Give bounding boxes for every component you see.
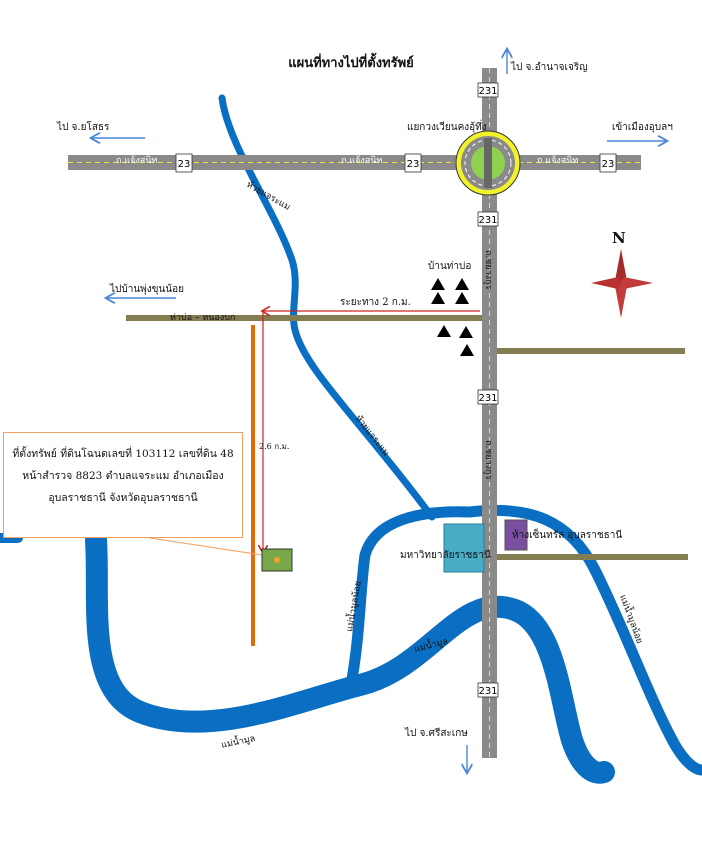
svg-text:231: 231: [478, 215, 497, 226]
label-road-231: ถ.ชยางกูร: [483, 250, 493, 290]
huai-chae-nor-stream: [218, 94, 436, 521]
highway-shields: 23 23 23 231 231 231 231: [175, 82, 617, 698]
shield-h231-top: 231: [477, 82, 499, 98]
north-star-icon: [591, 249, 653, 318]
callout-line-3: อุบลราชธานี จังหวัดอุบลราชธานี: [48, 492, 198, 504]
svg-text:23: 23: [602, 159, 615, 170]
rivers: [0, 94, 702, 784]
distance-lines: [263, 311, 480, 552]
highway-231: [482, 68, 497, 758]
shield-h231-roundabout: 231: [477, 211, 499, 227]
mun-river: [85, 529, 615, 784]
label-university: มหาวิทยาลัยราชธานี: [400, 550, 491, 561]
label-huai: ห้วยแจระแม: [353, 413, 392, 458]
label-to-ubon-city: เข้าเมืองอุบลฯ: [612, 122, 673, 133]
callout-leader: [149, 537, 263, 556]
label-to-ban-phu-khun-noi: ไปบ้านพุ่งขุนน้อย: [110, 284, 185, 295]
roundabout: [455, 130, 521, 196]
minor-roads: [126, 315, 688, 560]
label-mall: ห้างเซ็นทรัล อุบลราชธานี: [512, 530, 623, 541]
property-callout: ที่ตั้งทรัพย์ ที่ดินโฉนดเลขที่ 103112 เล…: [3, 432, 243, 538]
shield-h23-left: 23: [175, 153, 193, 173]
label-to-amnat: ไป จ.อำนาจเจริญ: [511, 62, 588, 73]
shield-h231-mid: 231: [477, 389, 499, 405]
label-chaeng-sanit-right: ถ.แจ้งสนิท: [537, 156, 579, 166]
shield-h23-right: 23: [599, 153, 617, 173]
shield-h23-mid: 23: [404, 153, 422, 173]
university-building: [443, 523, 485, 573]
property-parcel: [261, 548, 293, 572]
svg-text:231: 231: [478, 686, 497, 697]
label-tha-bo-nong-bok: ท่าบ่อ – หนองบก: [170, 313, 236, 323]
mun-noi-river: [344, 504, 702, 776]
north-label: N: [612, 229, 626, 247]
direction-arrows: [92, 50, 666, 772]
label-chaeng-sanit-left: ถ.แจ้งสนิท: [116, 156, 158, 166]
svg-text:231: 231: [478, 86, 497, 97]
label-distance-down-road: 2.6 ก.ม.: [259, 442, 290, 451]
label-to-sisaket: ไป จ.ศรีสะเกษ: [405, 728, 468, 739]
label-ban-tha-bo: บ้านท่าบ่อ: [428, 261, 472, 272]
map-title: แผนที่ทางไปที่ตั้งทรัพย์: [288, 56, 414, 71]
svg-text:231: 231: [478, 393, 497, 404]
label-to-yasothon: ไป จ.ยโสธร: [57, 122, 110, 133]
shield-h231-bottom: 231: [477, 682, 499, 698]
label-mun-left: แม่น้ำมูล: [220, 731, 256, 751]
svg-text:23: 23: [407, 159, 420, 170]
label-roundabout: แยกวงเวียนคงอุ้ทึ่ง: [407, 122, 487, 133]
ban-tha-bo-markers: [431, 278, 474, 356]
label-distance-along-road: ระยะทาง 2 ก.ม.: [340, 297, 411, 308]
mall-building: [504, 519, 528, 551]
label-chaeng-sanit-mid: ถ.แจ้งสนิท: [341, 156, 383, 166]
callout-line-2: หน้าสำรวจ 8823 ตำบลแจระแม อำเภอเมือง: [22, 470, 224, 482]
svg-text:23: 23: [178, 159, 191, 170]
callout-line-1: ที่ตั้งทรัพย์ ที่ดินโฉนดเลขที่ 103112 เล…: [12, 448, 234, 460]
label-road-231-lower: ถ.ชยางกูร: [483, 440, 493, 480]
